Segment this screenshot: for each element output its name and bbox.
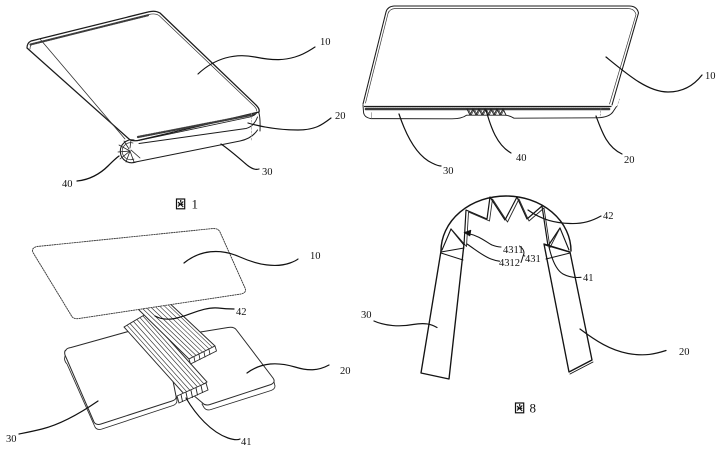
svg-text:30: 30 (361, 310, 372, 321)
svg-text:10: 10 (320, 37, 331, 48)
svg-text:30: 30 (262, 167, 273, 178)
svg-text:42: 42 (236, 307, 247, 318)
svg-text:20: 20 (679, 347, 690, 358)
svg-text:431: 431 (525, 254, 541, 265)
svg-text:20: 20 (340, 366, 351, 377)
svg-text:41: 41 (583, 273, 594, 284)
svg-text:10: 10 (310, 251, 321, 262)
svg-text:41: 41 (241, 437, 252, 448)
svg-text:10: 10 (705, 71, 716, 82)
svg-text:20: 20 (624, 155, 635, 166)
svg-text:30: 30 (6, 434, 17, 445)
svg-text:1: 1 (192, 197, 199, 212)
svg-text:4311: 4311 (503, 245, 524, 256)
svg-text:8: 8 (530, 401, 537, 416)
svg-text:30: 30 (443, 166, 454, 177)
svg-text:42: 42 (603, 211, 614, 222)
svg-text:40: 40 (62, 179, 73, 190)
svg-text:20: 20 (335, 111, 346, 122)
svg-text:4312: 4312 (499, 258, 520, 269)
svg-text:40: 40 (516, 153, 527, 164)
